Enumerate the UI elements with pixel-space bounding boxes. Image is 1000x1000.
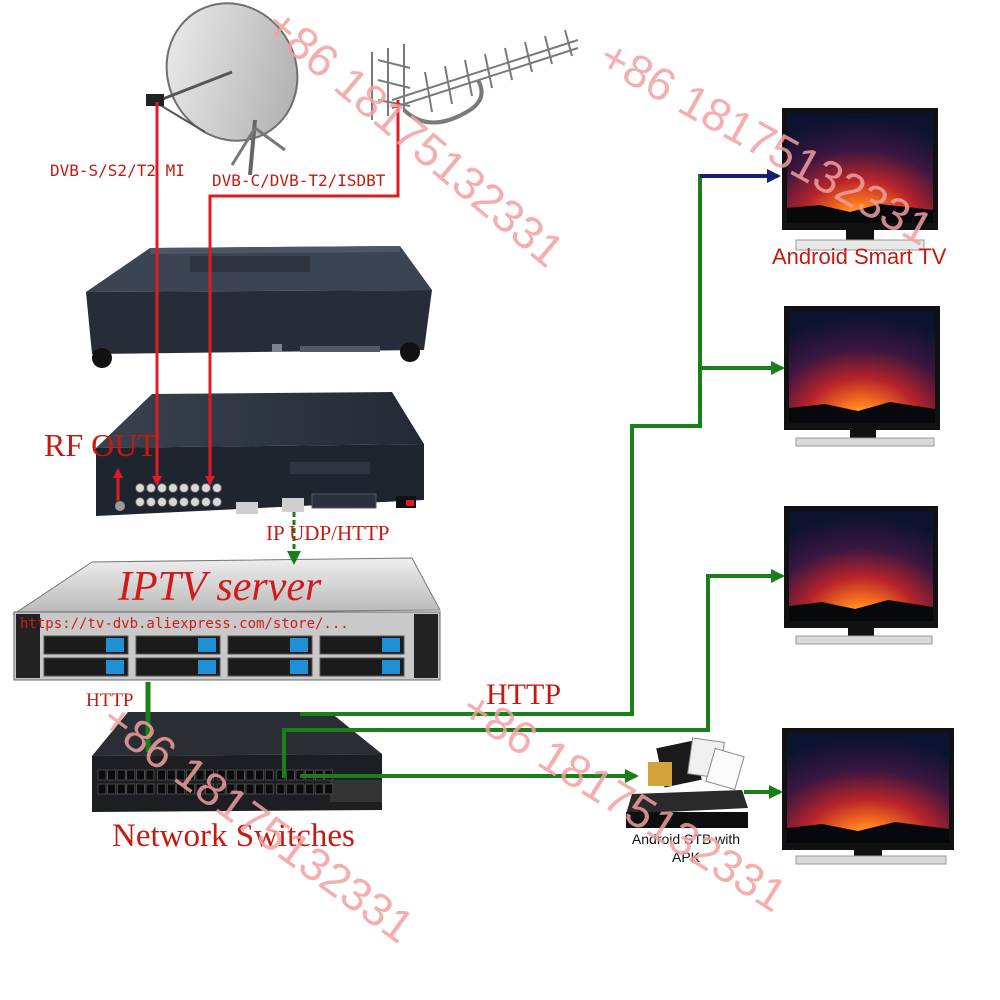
switch-to-tv-lines bbox=[282, 169, 785, 799]
android-smart-tv-1 bbox=[782, 108, 938, 251]
switch-port bbox=[295, 783, 305, 795]
bnc-port bbox=[146, 497, 156, 507]
bnc-port bbox=[190, 483, 200, 493]
switch-port bbox=[264, 769, 274, 781]
switch-port bbox=[116, 769, 126, 781]
terrestrial-input-label: DVB-C/DVB-T2/ISDBT bbox=[212, 171, 386, 190]
switch-port bbox=[166, 769, 176, 781]
drive-bay-latch bbox=[382, 638, 400, 652]
satellite-input-label: DVB-S/S2/T2 MI bbox=[50, 161, 185, 180]
bnc-port-row bbox=[135, 483, 222, 507]
switch-port bbox=[136, 769, 145, 781]
switch-port bbox=[216, 783, 226, 795]
switch-port bbox=[166, 783, 176, 795]
drive-bay-latch bbox=[198, 638, 216, 652]
network-switch-device bbox=[92, 712, 382, 812]
switch-port bbox=[226, 769, 236, 781]
http-label-mid: HTTP bbox=[486, 678, 561, 711]
bnc-port bbox=[190, 497, 200, 507]
stb-label-line2: APK bbox=[672, 849, 701, 865]
drive-bay-latch bbox=[198, 660, 216, 674]
switch-port bbox=[314, 783, 324, 795]
switch-port bbox=[157, 783, 166, 795]
bnc-port bbox=[146, 483, 156, 493]
switch-port bbox=[186, 769, 195, 781]
ip-output-label: IP UDP/HTTP bbox=[266, 521, 390, 545]
android-smart-tv-2 bbox=[784, 306, 940, 447]
switch-port bbox=[126, 783, 136, 795]
switch-port bbox=[195, 783, 205, 795]
switch-port bbox=[255, 769, 264, 781]
drive-bay-latch bbox=[382, 660, 400, 674]
switch-port bbox=[126, 769, 136, 781]
switch-port bbox=[186, 783, 195, 795]
bnc-port bbox=[157, 497, 167, 507]
server-drive-bays bbox=[43, 635, 405, 677]
switch-port bbox=[157, 769, 166, 781]
switch-port bbox=[324, 783, 334, 795]
bnc-port bbox=[168, 483, 178, 493]
yagi-antenna-icon bbox=[371, 29, 579, 125]
android-smart-tv-3 bbox=[784, 506, 938, 645]
android-stb-device bbox=[626, 737, 748, 828]
switch-port bbox=[145, 783, 155, 795]
switch-port bbox=[136, 783, 145, 795]
bnc-port bbox=[179, 497, 189, 507]
bnc-port bbox=[135, 497, 145, 507]
satellite-dish-icon bbox=[146, 2, 299, 176]
switch-port bbox=[286, 783, 295, 795]
bnc-port bbox=[135, 483, 145, 493]
dvb-gateway-device-rear bbox=[96, 392, 424, 516]
switch-port bbox=[236, 783, 245, 795]
switch-port bbox=[264, 783, 274, 795]
bnc-port bbox=[212, 497, 222, 507]
network-switch-label: Network Switches bbox=[112, 818, 355, 854]
switch-port bbox=[276, 783, 286, 795]
switch-port bbox=[245, 769, 255, 781]
switch-port bbox=[226, 783, 236, 795]
terrestrial-feed-line bbox=[205, 100, 400, 486]
dvb-receiver-device-front bbox=[86, 246, 432, 368]
rf-out-label: RF OUT bbox=[44, 427, 157, 463]
switch-port-rows bbox=[97, 769, 334, 795]
switch-port bbox=[286, 769, 295, 781]
switch-port bbox=[205, 783, 214, 795]
switch-port bbox=[116, 783, 126, 795]
switch-port bbox=[107, 769, 116, 781]
switch-port bbox=[205, 769, 214, 781]
bnc-port bbox=[201, 497, 211, 507]
bnc-port bbox=[201, 483, 211, 493]
bnc-port bbox=[179, 483, 189, 493]
switch-port bbox=[176, 769, 186, 781]
drive-bay-latch bbox=[106, 638, 124, 652]
bnc-port bbox=[212, 483, 222, 493]
switch-port bbox=[305, 783, 314, 795]
switch-port bbox=[107, 783, 116, 795]
android-smart-tv-label: Android Smart TV bbox=[772, 244, 947, 269]
iptv-server-label: IPTV server bbox=[117, 564, 322, 610]
http-label-left: HTTP bbox=[86, 690, 134, 711]
bnc-port bbox=[168, 497, 178, 507]
drive-bay-latch bbox=[106, 660, 124, 674]
switch-port bbox=[255, 783, 264, 795]
switch-port bbox=[195, 769, 205, 781]
switch-port bbox=[176, 783, 186, 795]
drive-bay-latch bbox=[290, 660, 308, 674]
drive-bay-latch bbox=[290, 638, 308, 652]
switch-port bbox=[97, 769, 107, 781]
switch-port bbox=[145, 769, 155, 781]
server-store-url: https://tv-dvb.aliexpress.com/store/... bbox=[20, 616, 349, 632]
switch-port bbox=[97, 783, 107, 795]
switch-port bbox=[236, 769, 245, 781]
switch-port bbox=[245, 783, 255, 795]
switch-port bbox=[216, 769, 226, 781]
watermark-2: +86 18175132331 bbox=[256, 0, 575, 277]
android-tv-4 bbox=[782, 728, 954, 865]
stb-label-line1: Android STB with bbox=[632, 831, 740, 847]
bnc-port bbox=[157, 483, 167, 493]
